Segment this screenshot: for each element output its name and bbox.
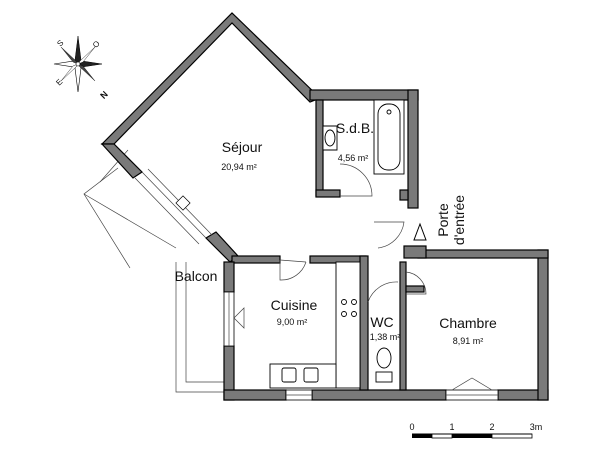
svg-text:Porte: Porte [435, 203, 451, 237]
compass-rose-icon: S O E N [53, 35, 110, 101]
bathtub [373, 99, 405, 175]
svg-text:d'entrée: d'entrée [451, 195, 467, 245]
wc-door-swing [367, 281, 399, 303]
room-sdb-area: 4,56 m² [338, 153, 369, 163]
chambre-window [445, 377, 499, 401]
entrance-label: Porte d'entrée [435, 195, 467, 245]
compass-n-label: N [98, 89, 110, 101]
scale-tick-2: 2 [489, 422, 494, 432]
balcony-outline [83, 149, 230, 393]
sejour-walls [100, 12, 322, 263]
room-chambre-area: 8,91 m² [453, 336, 484, 346]
scale-tick-3: 3m [530, 422, 543, 432]
chambre-door-swing [405, 271, 427, 295]
washbasin [322, 125, 338, 151]
room-sejour-name: Séjour [222, 139, 263, 155]
entrance-door-swing [374, 221, 405, 249]
sdb-door-swing [339, 163, 373, 197]
room-cuisine-name: Cuisine [271, 297, 318, 313]
kitchen-bottom-window [285, 389, 313, 401]
scale-tick-0: 0 [409, 422, 414, 432]
room-sejour-area: 20,94 m² [221, 162, 257, 172]
compass-s-label: S [55, 38, 65, 48]
sdb-walls [309, 89, 419, 209]
room-chambre-name: Chambre [439, 315, 497, 331]
compass-o-label: O [91, 39, 102, 50]
room-sdb-name: S.d.B. [336, 120, 374, 136]
compass-e-label: E [54, 77, 64, 87]
room-wc-area: 1,38 m² [370, 332, 401, 342]
kitchen-window [223, 291, 245, 347]
kitchen-door-swing [279, 260, 307, 281]
scale-tick-1: 1 [449, 422, 454, 432]
toilet [375, 347, 393, 383]
scale-bar: 0 1 2 3m [409, 422, 543, 439]
balcony-label: Balcon [175, 268, 218, 284]
room-cuisine-area: 9,00 m² [277, 317, 308, 327]
entrance-arrow-icon [413, 222, 427, 241]
kitchen-counter [269, 261, 361, 389]
room-wc-name: WC [370, 314, 393, 330]
sejour-window [134, 168, 213, 245]
